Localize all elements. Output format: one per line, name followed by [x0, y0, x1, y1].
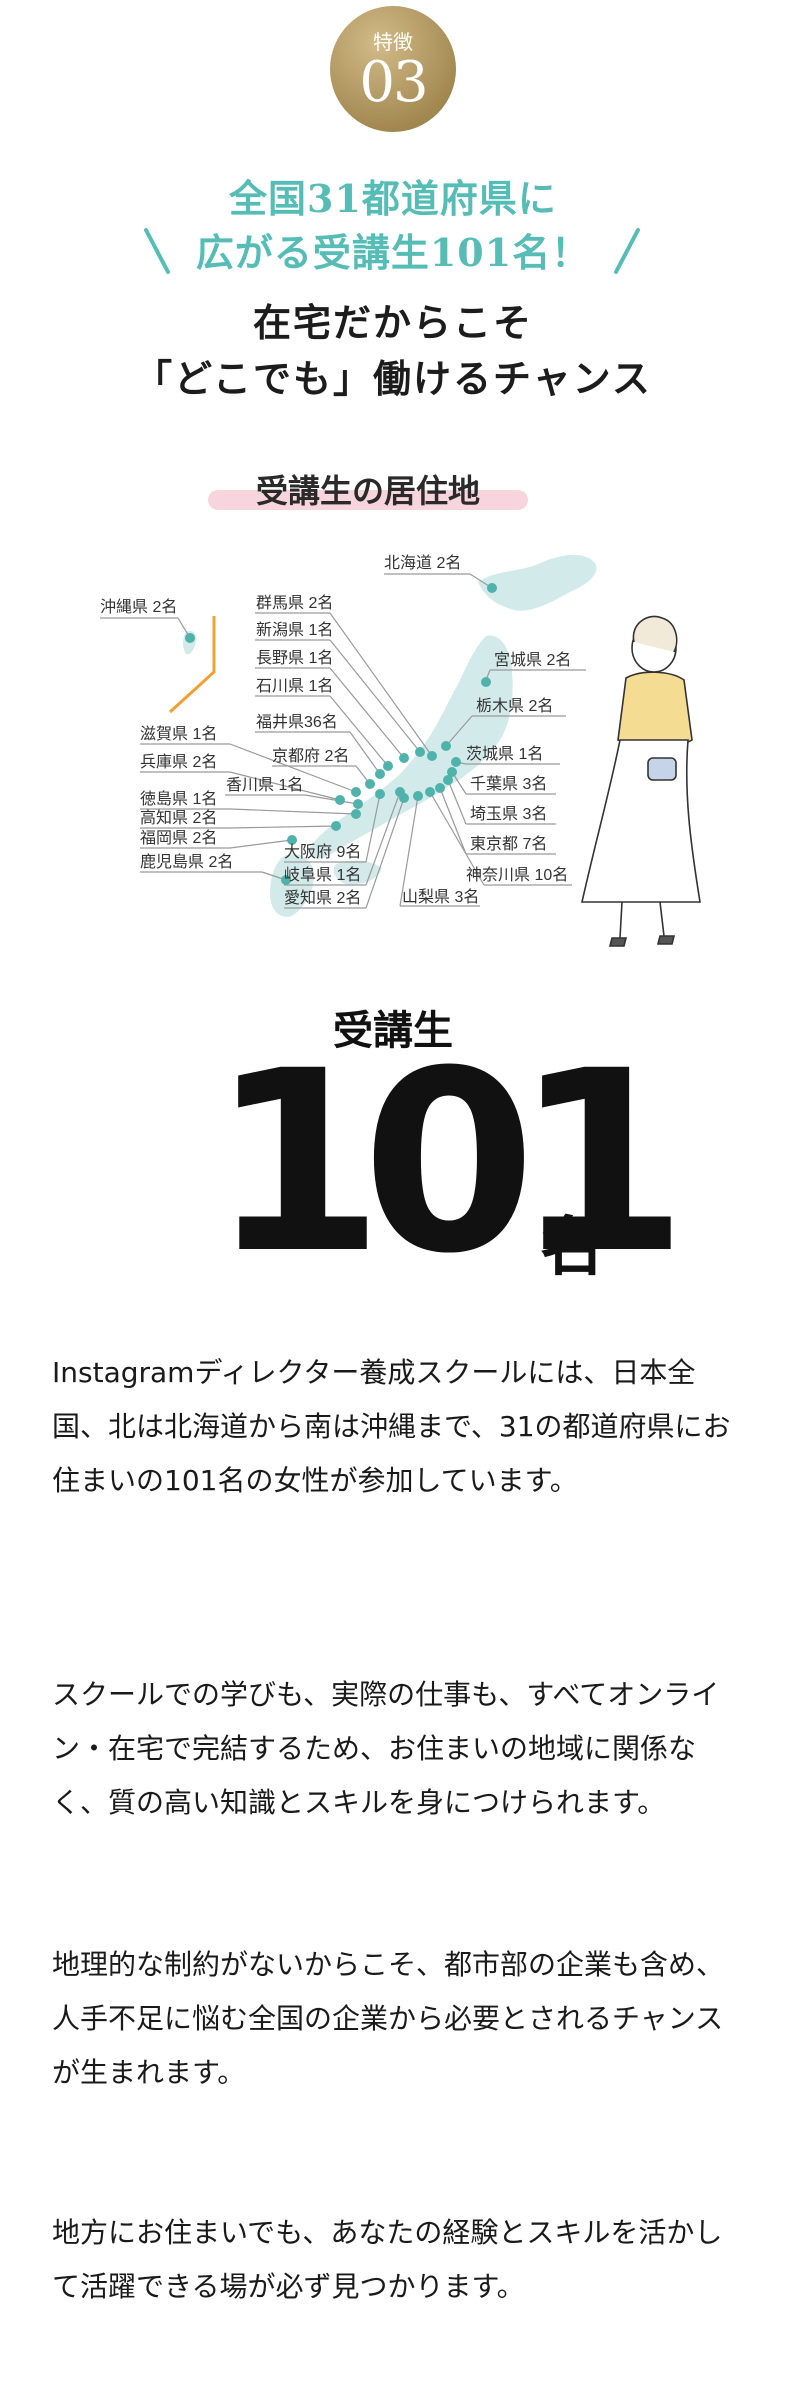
- label-fukui: 福井県36名: [256, 713, 338, 731]
- paragraph-2: スクールでの学びも、実際の仕事も、すべてオンライン・在宅で完結するため、お住まい…: [52, 1678, 720, 1819]
- woman-bag: [647, 757, 677, 781]
- map-title-highlight: [208, 490, 528, 510]
- students-count: 101: [210, 1017, 688, 1308]
- slash-left-decoration: [144, 228, 170, 274]
- japan-map: 北海道 2名 沖縄県 2名 群馬県 2名 新潟県 1名 長野県 1名 石川県 1…: [100, 554, 701, 947]
- paragraph-3: 地理的な制約がないからこそ、都市部の企業も含め、人手不足に悩む全国の企業から必要…: [52, 1948, 725, 2089]
- label-shiga: 滋賀県 1名: [140, 725, 217, 743]
- label-nagano: 長野県 1名: [256, 649, 333, 667]
- paragraph-4: 地方にお住まいでも、あなたの経験とスキルを活かして活躍できる場が必ず見つかります…: [52, 2216, 723, 2303]
- map-land: [183, 554, 597, 917]
- subheadline-line2: 「どこでも」働けるチャンス: [134, 356, 652, 401]
- label-ibaraki: 茨城県 1名: [466, 745, 543, 763]
- label-kanagawa: 神奈川県 10名: [466, 866, 568, 884]
- subheadline-line1: 在宅だからこそ: [252, 300, 533, 345]
- badge-label: 特徴: [373, 30, 413, 54]
- okinawa-inset-separator: [168, 616, 216, 714]
- label-yamanashi: 山梨県 3名: [402, 888, 479, 906]
- woman-illustration: [580, 615, 701, 947]
- paragraph-1: Instagramディレクター養成スクールには、日本全国、北は北海道から南は沖縄…: [52, 1356, 731, 1497]
- woman-shoe-left: [608, 937, 628, 947]
- label-fukuoka: 福岡県 2名: [140, 829, 217, 847]
- feature-badge: 特徴 03: [330, 6, 456, 132]
- label-chiba: 千葉県 3名: [470, 775, 547, 793]
- label-okinawa: 沖縄県 2名: [100, 598, 177, 616]
- label-tokushima: 徳島県 1名: [140, 790, 217, 808]
- shikoku-shape: [333, 860, 382, 885]
- woman-skirt: [580, 739, 701, 903]
- honshu-shape: [309, 635, 513, 859]
- woman-hair: [632, 615, 678, 653]
- headline-line1: 全国31都道府県に: [229, 176, 557, 221]
- label-miyagi: 宮城県 2名: [494, 651, 571, 669]
- label-saitama: 埼玉県 3名: [470, 805, 547, 823]
- label-ishikawa: 石川県 1名: [256, 677, 333, 695]
- woman-leg-right: [659, 901, 665, 937]
- label-kyoto: 京都府 2名: [272, 747, 349, 765]
- label-tokyo: 東京都 7名: [470, 835, 547, 853]
- label-gifu: 岐阜県 1名: [284, 866, 361, 884]
- map-title: 受講生の居住地: [208, 466, 528, 512]
- label-niigata: 新潟県 1名: [256, 621, 333, 639]
- label-kagawa: 香川県 1名: [226, 776, 303, 794]
- slash-right-decoration: [614, 228, 640, 274]
- headline-line2: 広がる受講生101名！: [195, 230, 591, 275]
- label-kochi: 高知県 2名: [140, 809, 217, 827]
- students-unit: 名: [540, 1211, 604, 1285]
- woman-shoe-right: [656, 935, 676, 945]
- badge-number: 03: [359, 50, 428, 115]
- label-aichi: 愛知県 2名: [284, 889, 361, 907]
- label-tochigi: 栃木県 2名: [476, 697, 553, 715]
- label-hokkaido: 北海道 2名: [384, 554, 461, 572]
- woman-leg-left: [619, 901, 623, 939]
- hokkaido-shape: [478, 554, 597, 611]
- label-osaka: 大阪府 9名: [284, 843, 361, 861]
- label-kagoshima: 鹿児島県 2名: [140, 853, 233, 871]
- leader-lines: [100, 573, 586, 909]
- label-gunma: 群馬県 2名: [256, 594, 333, 612]
- students-label: 受講生: [333, 1008, 453, 1054]
- woman-sweater: [617, 671, 693, 747]
- map-title-text: 受講生の居住地: [255, 472, 480, 510]
- label-hyogo: 兵庫県 2名: [140, 753, 217, 771]
- prefecture-dots: [185, 583, 497, 885]
